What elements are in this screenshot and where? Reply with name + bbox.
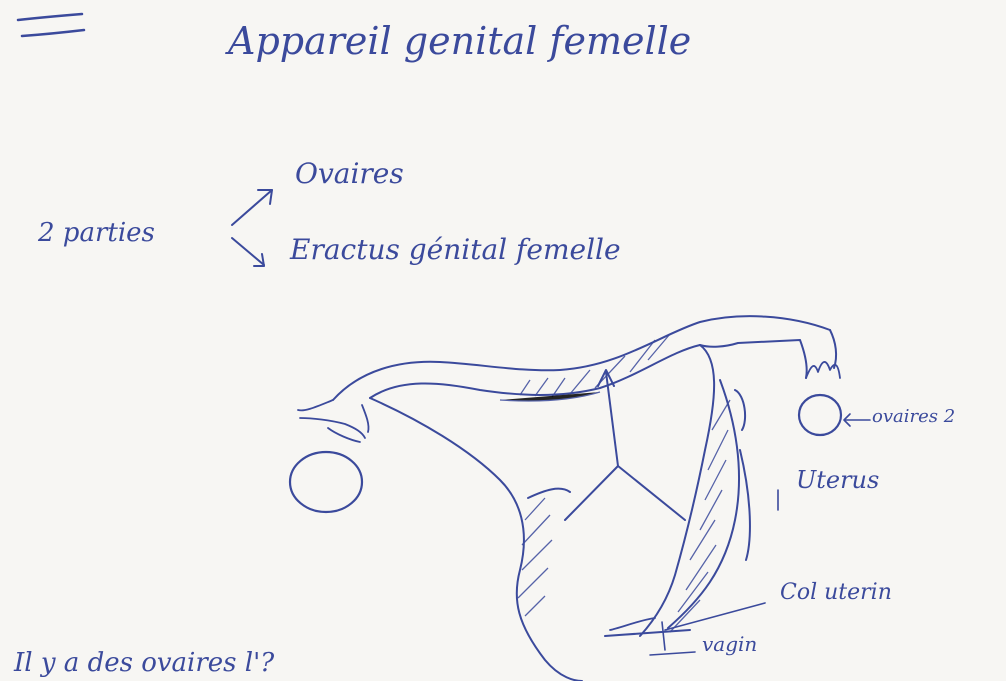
label-vagin: vagin: [702, 634, 757, 654]
uterus-outline: [298, 316, 840, 681]
label-uterus: Uterus: [796, 468, 879, 492]
right-ovary: [799, 395, 841, 435]
vagina-pointer: [650, 622, 695, 655]
bottom-note: Il y a des ovaires l'?: [14, 650, 274, 676]
brace-arrows: [232, 190, 272, 266]
left-ovary: [290, 452, 362, 512]
hatching: [500, 334, 730, 632]
part-ovaires: Ovaires: [295, 160, 404, 188]
label-col-uterin: Col uterin: [780, 582, 892, 604]
page-title: Appareil genital femelle: [228, 22, 691, 60]
margin-mark: [18, 14, 82, 20]
label-ovaires: ovaires 2: [872, 408, 955, 426]
margin-mark: [22, 30, 84, 36]
part-eractus: Eractus génital femelle: [290, 236, 621, 264]
parts-count-label: 2 parties: [38, 220, 155, 246]
